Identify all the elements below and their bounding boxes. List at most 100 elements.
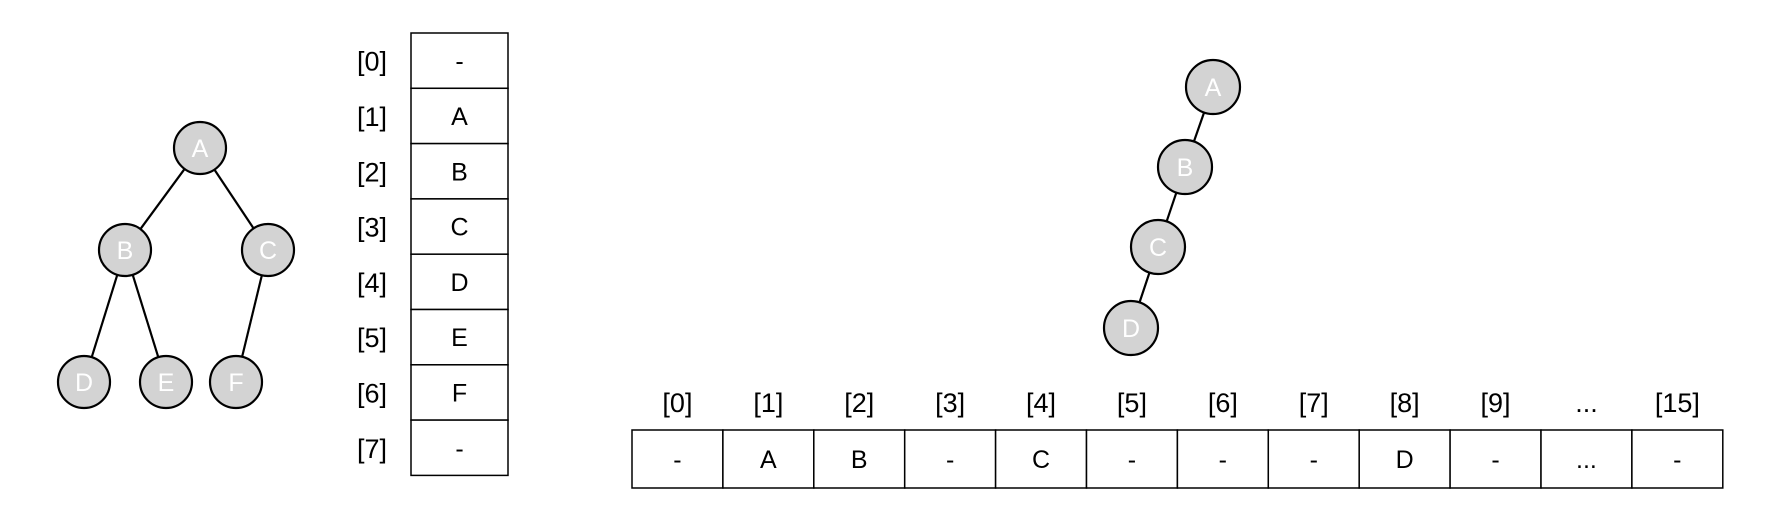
array-cell-value: C — [1032, 446, 1050, 474]
array-cell — [1449, 429, 1542, 489]
array-cell — [1631, 429, 1724, 489]
array-index-label: ... — [1575, 388, 1598, 418]
node-label: D — [1122, 315, 1140, 343]
vertical-array-row: [7] - — [357, 419, 509, 477]
tree-node-b: B — [1156, 138, 1214, 196]
node-circle — [56, 354, 112, 410]
horizontal-array-column: [4] C — [994, 388, 1088, 489]
node-label: B — [117, 237, 134, 265]
horizontal-array-column: [5] - — [1085, 388, 1179, 489]
array-cell — [903, 429, 997, 489]
array-cell-value: - — [455, 435, 463, 463]
edge-a-b — [1192, 112, 1206, 142]
array-cell-value: E — [451, 324, 468, 352]
node-circle — [240, 222, 296, 278]
array-cell — [410, 308, 509, 366]
tree-node-b: B — [97, 222, 153, 278]
edge-b-c — [1165, 192, 1178, 222]
array-cell — [1267, 429, 1360, 489]
node-label: E — [158, 369, 175, 397]
array-cell-value: F — [452, 379, 467, 407]
node-circle — [1129, 218, 1187, 276]
node-label: F — [228, 369, 243, 397]
tree-node-c: C — [240, 222, 296, 278]
array-index-label: [5] — [1117, 388, 1147, 418]
array-cell-value: - — [1491, 446, 1499, 474]
array-cell-value: A — [451, 103, 468, 131]
array-index-label: [4] — [1026, 388, 1056, 418]
array-cell — [1176, 429, 1270, 489]
edge-c-d — [1138, 272, 1151, 303]
edge-a-b — [139, 168, 186, 230]
tree-node-a: A — [172, 120, 228, 176]
array-cell — [410, 364, 509, 421]
node-circle — [208, 354, 264, 410]
node-label: A — [1205, 74, 1222, 102]
array-cell-value: - — [1310, 446, 1318, 474]
array-cell — [410, 253, 509, 311]
horizontal-array-column: [2]B — [813, 388, 906, 489]
horizontal-array-column: [0] - — [631, 388, 724, 489]
array-index-label: [6] — [357, 378, 387, 408]
edge-b-e — [131, 274, 160, 358]
array-cell-value: ... — [1576, 446, 1597, 474]
array-cell-value: B — [451, 158, 468, 186]
node-label: C — [259, 237, 277, 265]
vertical-array: [0] - [1] A [2] B [3] C [4]D [5] E [6] F [7] - — [357, 32, 509, 477]
vertical-array-row: [4]D — [357, 253, 509, 311]
array-cell — [410, 198, 509, 255]
array-index-label: [0] — [357, 47, 387, 77]
tree-node-d: D — [1102, 299, 1160, 357]
node-circle — [172, 120, 228, 176]
horizontal-array-column: [7] - — [1267, 388, 1360, 489]
node-label: D — [75, 369, 93, 397]
array-cell — [410, 87, 509, 145]
array-index-label: [7] — [357, 434, 387, 464]
horizontal-array-column: [15] - — [1631, 388, 1724, 489]
node-circle — [138, 354, 194, 410]
array-index-label: [1] — [357, 102, 387, 132]
complete-binary-tree: A B C D E F — [56, 120, 296, 410]
array-index-label: [0] — [662, 388, 692, 418]
array-cell — [1540, 429, 1633, 489]
array-index-label: [3] — [357, 213, 387, 243]
node-circle — [1156, 138, 1214, 196]
node-circle — [1184, 58, 1242, 116]
array-cell-value: B — [851, 446, 868, 474]
array-index-label: [4] — [357, 268, 387, 298]
array-index-label: [9] — [1481, 388, 1511, 418]
array-cell — [410, 32, 509, 90]
array-index-label: [1] — [753, 388, 783, 418]
tree-node-d: D — [56, 354, 112, 410]
array-cell — [410, 142, 509, 200]
vertical-array-row: [6] F — [357, 364, 509, 421]
array-index-label: [6] — [1208, 388, 1238, 418]
array-index-label: [15] — [1655, 388, 1700, 418]
array-index-label: [2] — [357, 157, 387, 187]
vertical-array-row: [2] B — [357, 142, 509, 200]
array-cell — [1085, 429, 1179, 489]
array-cell-value: - — [1128, 446, 1136, 474]
array-cell-value: - — [1673, 446, 1681, 474]
array-cell-value: - — [455, 48, 463, 76]
horizontal-array-column: [8] D — [1358, 388, 1451, 489]
array-cell-value: C — [450, 214, 468, 242]
tree-node-f: F — [208, 354, 264, 410]
array-index-label: [8] — [1390, 388, 1420, 418]
horizontal-array-column: ...... — [1540, 388, 1633, 489]
array-index-label: [5] — [357, 323, 387, 353]
array-cell-value: - — [1219, 446, 1227, 474]
node-circle — [1102, 299, 1160, 357]
horizontal-array-column: [1] A — [722, 388, 815, 489]
array-index-label: [7] — [1299, 388, 1329, 418]
array-cell-value: D — [1396, 446, 1414, 474]
array-cell-value: A — [760, 446, 777, 474]
horizontal-array-column: [9] - — [1449, 388, 1542, 489]
array-cell — [410, 419, 509, 477]
node-label: C — [1149, 234, 1167, 262]
horizontal-array: [0]-[1]A[2]B[3]-[4]C[5]-[6]-[7]-[8]D[9]-… — [631, 388, 1724, 489]
edge-c-f — [241, 275, 263, 357]
array-cell-value: - — [673, 446, 681, 474]
vertical-array-row: [0] - — [357, 32, 509, 90]
